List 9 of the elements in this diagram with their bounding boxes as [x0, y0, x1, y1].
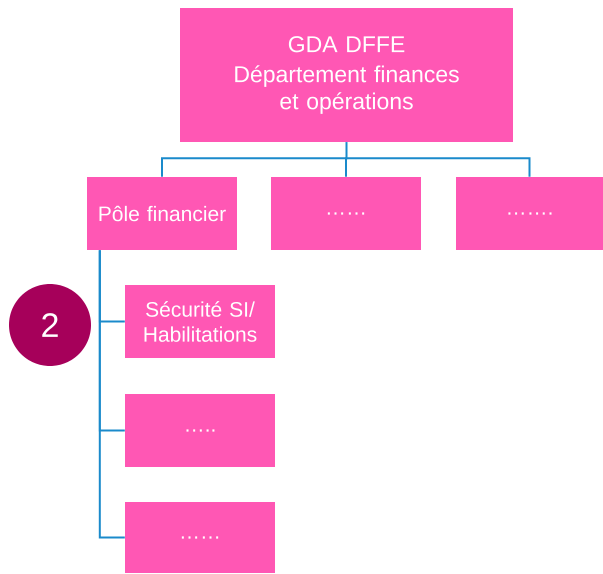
org-box: …… — [125, 502, 275, 573]
org-box: ……. — [456, 177, 603, 250]
org-box: Pôle financier — [87, 177, 237, 250]
org-box: ….. — [125, 394, 275, 467]
org-box: Sécurité SI/ Habilitations — [125, 285, 275, 358]
connector-line — [98, 250, 125, 538]
org-box: …… — [271, 177, 421, 250]
org-box: GDA DFFE Département finances et opérations — [180, 8, 513, 142]
connector-line — [346, 142, 530, 177]
